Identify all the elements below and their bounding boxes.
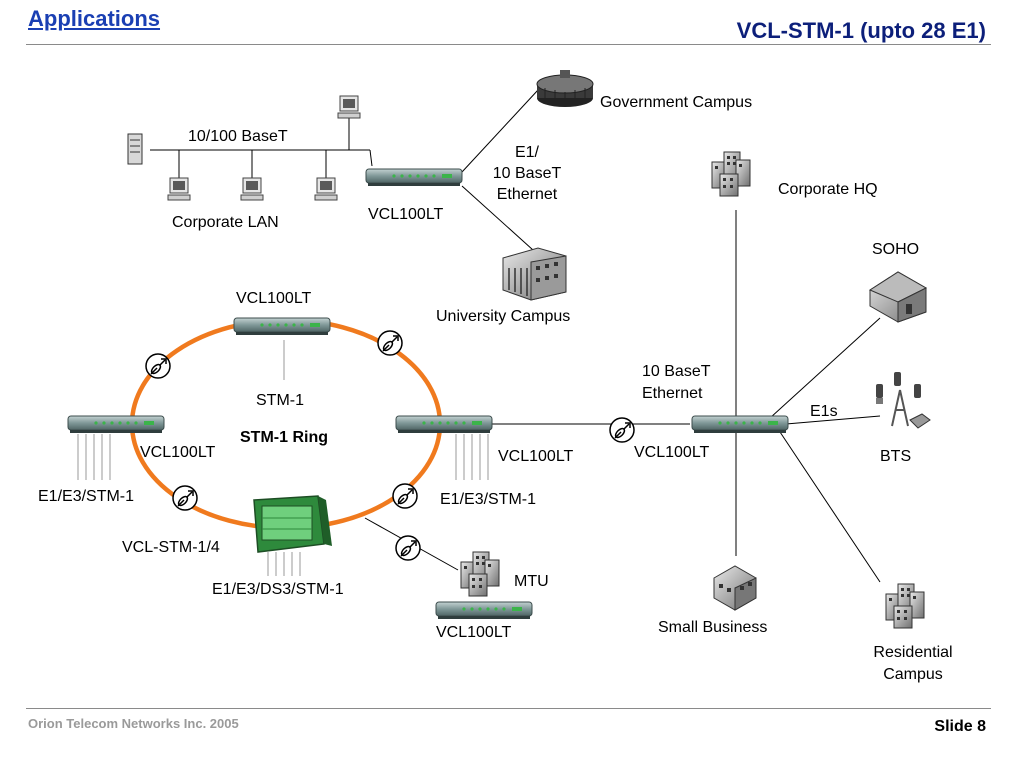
label-eth-line2: Ethernet	[642, 385, 703, 402]
label-e1-line1: E1/	[514, 144, 539, 161]
label-e1e3stm1-left: E1/E3/STM-1	[38, 488, 135, 505]
label-bts: BTS	[880, 448, 912, 465]
label-vcl-top: VCL100LT	[368, 206, 444, 223]
label-lan-speed: 10/100 BaseT	[188, 128, 288, 145]
wireless-link-icon	[377, 330, 403, 356]
university-building-icon	[502, 247, 567, 301]
office-building-icon	[885, 583, 925, 629]
pc-icon	[240, 177, 264, 201]
pc-icon	[314, 177, 338, 201]
footer-divider	[26, 708, 991, 709]
label-corporate-hq: Corporate HQ	[778, 181, 878, 198]
label-e1-line2: 10 BaseT	[492, 165, 562, 182]
corporate-lan-wires	[150, 118, 373, 178]
router-icon	[435, 601, 533, 620]
label-vcl-ring-left: VCL100LT	[140, 444, 216, 461]
pc-icon	[337, 95, 361, 119]
label-small-business: Small Business	[658, 619, 768, 636]
router-icon	[395, 415, 493, 434]
label-e1e3stm1-right: E1/E3/STM-1	[440, 491, 537, 508]
government-building-icon	[536, 70, 594, 107]
label-e1s: E1s	[810, 403, 838, 420]
stm14-chassis-icon	[253, 495, 332, 553]
wireless-link-icon	[392, 483, 418, 509]
slide-title: VCL-STM-1 (upto 28 E1)	[736, 18, 986, 43]
right-tributaries	[455, 434, 489, 480]
title-divider	[26, 44, 991, 45]
label-vcl-ring-right: VCL100LT	[498, 448, 574, 465]
wireless-link-icon	[145, 353, 171, 379]
top-links	[461, 89, 539, 251]
office-building-icon	[460, 551, 500, 597]
label-stm1: STM-1	[256, 392, 304, 409]
office-building-icon	[711, 151, 751, 197]
label-eth-line1: 10 BaseT	[642, 363, 711, 380]
router-icon	[67, 415, 165, 434]
hub-spokes	[364, 210, 881, 583]
router-icon	[365, 168, 463, 187]
label-government-campus: Government Campus	[600, 94, 753, 111]
label-vcl-stm14: VCL-STM-1/4	[122, 539, 220, 556]
office-building-icon	[713, 565, 757, 611]
wireless-link-icon	[609, 417, 635, 443]
label-vcl-ring-top: VCL100LT	[236, 290, 312, 307]
router-icon	[691, 415, 789, 434]
label-university-campus: University Campus	[436, 308, 571, 325]
section-title-link[interactable]: Applications	[28, 6, 161, 31]
server-icon	[127, 133, 143, 165]
label-corporate-lan: Corporate LAN	[172, 214, 279, 231]
label-soho: SOHO	[872, 241, 920, 258]
house-icon	[868, 271, 928, 323]
label-e1e3ds3stm1: E1/E3/DS3/STM-1	[212, 581, 344, 598]
footer-company: Orion Telecom Networks Inc. 2005	[28, 716, 239, 731]
router-icon	[233, 317, 331, 336]
wireless-link-icon	[172, 485, 198, 511]
label-e1-line3: Ethernet	[496, 186, 558, 203]
stm14-tributaries	[267, 552, 301, 576]
pc-icon	[167, 177, 191, 201]
label-residential-line1: Residential	[873, 644, 953, 661]
label-stm1-ring: STM-1 Ring	[240, 429, 328, 446]
antenna-tower-icon	[876, 372, 931, 429]
label-mtu: MTU	[514, 573, 549, 590]
slide-number: Slide 8	[934, 718, 986, 735]
label-vcl-hub: VCL100LT	[634, 444, 710, 461]
wireless-link-icon	[395, 535, 421, 561]
label-residential-line2: Campus	[883, 666, 943, 683]
left-tributaries	[77, 434, 111, 480]
label-vcl-mtu: VCL100LT	[436, 624, 512, 641]
